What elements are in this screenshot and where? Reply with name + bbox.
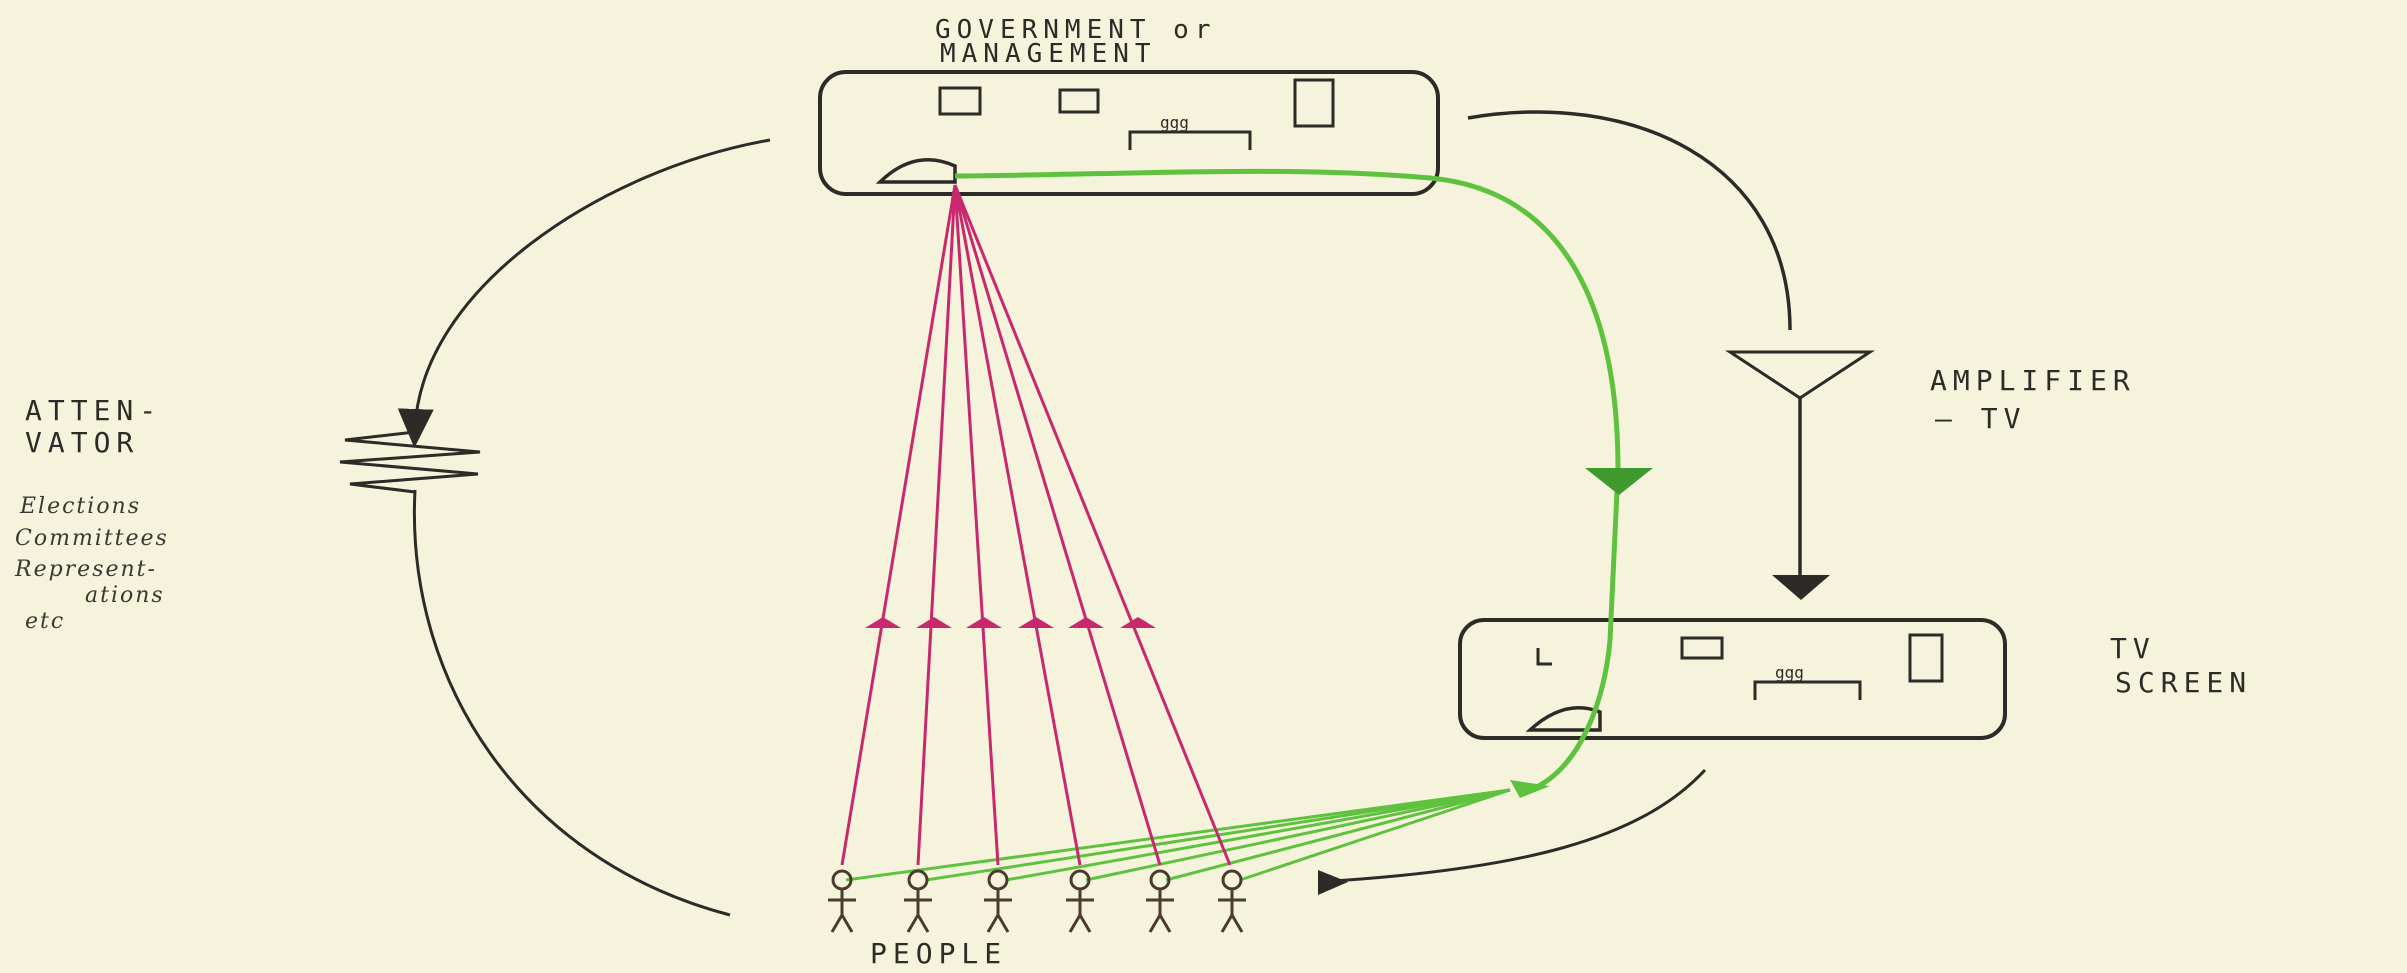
government-box: ggg (818, 70, 1440, 196)
attenuator-sub-2: Committees (15, 526, 169, 551)
dish-icon (1525, 706, 1602, 732)
government-label-line1: GOVERNMENT or (935, 15, 1217, 45)
attenuator-sub-5: etc (25, 609, 65, 634)
government-label-line2: MANAGEMENT (940, 39, 1157, 69)
attenuator-loop (339, 138, 771, 917)
attenuator-sub-4: ations (85, 583, 165, 608)
tv-screen-box: ggg (1458, 618, 2007, 740)
attenuator-label-line1: ATTEN- (25, 394, 162, 427)
tv-screen-label-line1: TV (2110, 632, 2156, 665)
attenuator-sub-3: Represent- (14, 557, 157, 582)
svg-text:ggg: ggg (1775, 663, 1804, 682)
attenuator-sub-1: Elections (19, 494, 141, 519)
person-icon (1146, 869, 1174, 933)
people-group (828, 869, 1246, 933)
magenta-arrowheads (865, 617, 1156, 628)
tv-signal-path (954, 168, 1653, 798)
svg-text:ggg: ggg (1160, 113, 1189, 132)
desk-icon (1753, 680, 1862, 700)
desk-icon (1128, 130, 1252, 150)
dish-icon (875, 158, 957, 184)
screen-rect-icon (938, 86, 982, 116)
down-arrow-icon (1772, 575, 1830, 600)
screen-rect-icon (1680, 636, 1724, 660)
tv-screen-label-line2: SCREEN (2115, 666, 2252, 699)
person-icon (828, 869, 856, 933)
panel-rect-icon (1293, 78, 1335, 128)
people-to-government-lines (840, 184, 1232, 866)
person-icon (904, 869, 932, 933)
amplifier-loop (1317, 110, 1876, 895)
person-icon (1218, 869, 1246, 933)
attenuator-label-line2: VATOR (25, 426, 139, 459)
person-icon (984, 869, 1012, 933)
tv-to-people-lines (845, 788, 1511, 882)
down-arrow-icon (1585, 468, 1653, 495)
panel-rect-icon (1908, 633, 1944, 683)
person-icon (1066, 869, 1094, 933)
amplifier-label-line1: AMPLIFIER (1930, 364, 2136, 397)
screen-rect-icon (1058, 88, 1100, 114)
amplifier-triangle-icon (1724, 350, 1876, 400)
amplifier-label-line2: — TV (1935, 402, 2026, 435)
people-label: PEOPLE (870, 937, 1007, 970)
attenuator-resistor-icon (339, 430, 481, 494)
